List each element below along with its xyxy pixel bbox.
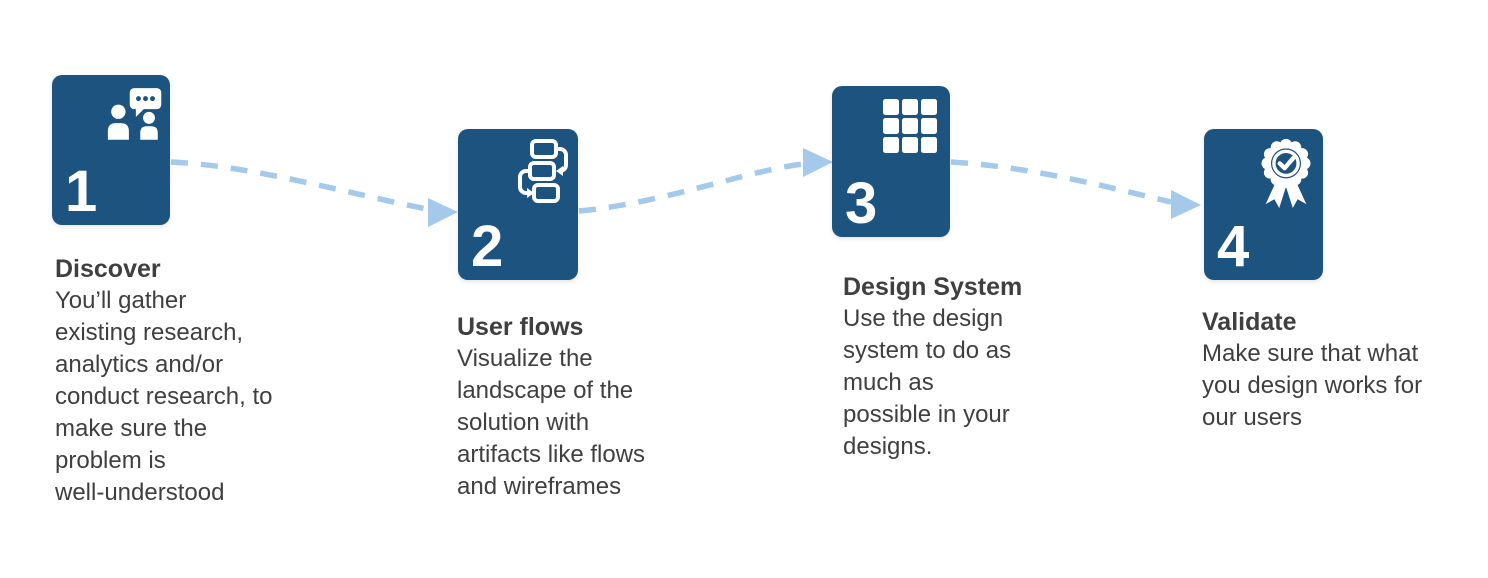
- grid-icon: [883, 99, 937, 158]
- step-card-design-system: 3: [832, 86, 950, 237]
- people-chat-icon: [107, 87, 163, 145]
- connector-3-4: [950, 159, 1172, 205]
- connector-1-2: [170, 159, 428, 212]
- step-card-validate: 4: [1204, 129, 1323, 280]
- step-number: 1: [65, 159, 98, 224]
- step-title: User flows: [457, 313, 584, 341]
- step-number: 2: [471, 214, 504, 279]
- step-text-discover: Discover You’ll gather existing research…: [55, 253, 345, 509]
- step-title: Design System: [843, 273, 1023, 301]
- arrowhead-icon: [1171, 190, 1201, 219]
- step-text-design-system: Design System Use the design system to d…: [843, 271, 1133, 463]
- user-flow-icon: [517, 139, 569, 208]
- step-card-user-flows: 2: [458, 129, 578, 280]
- step-description: You’ll gather existing research, analyti…: [55, 287, 273, 506]
- arrowhead-icon: [803, 148, 833, 177]
- connector-2-3: [578, 161, 804, 214]
- step-number: 3: [845, 171, 878, 236]
- step-text-user-flows: User flows Visualize the landscape of th…: [457, 311, 747, 503]
- step-number: 4: [1217, 214, 1250, 279]
- step-description: Visualize the landscape of the solution …: [457, 345, 646, 500]
- step-description: Use the design system to do as much as p…: [843, 305, 1012, 460]
- step-title: Discover: [55, 255, 161, 283]
- step-card-discover: 1: [52, 75, 170, 225]
- step-title: Validate: [1202, 308, 1297, 336]
- step-text-validate: Validate Make sure that what you design …: [1202, 306, 1488, 434]
- step-description: Make sure that what you design works for…: [1202, 340, 1423, 431]
- arrowhead-icon: [428, 198, 458, 227]
- award-check-icon: [1255, 138, 1317, 217]
